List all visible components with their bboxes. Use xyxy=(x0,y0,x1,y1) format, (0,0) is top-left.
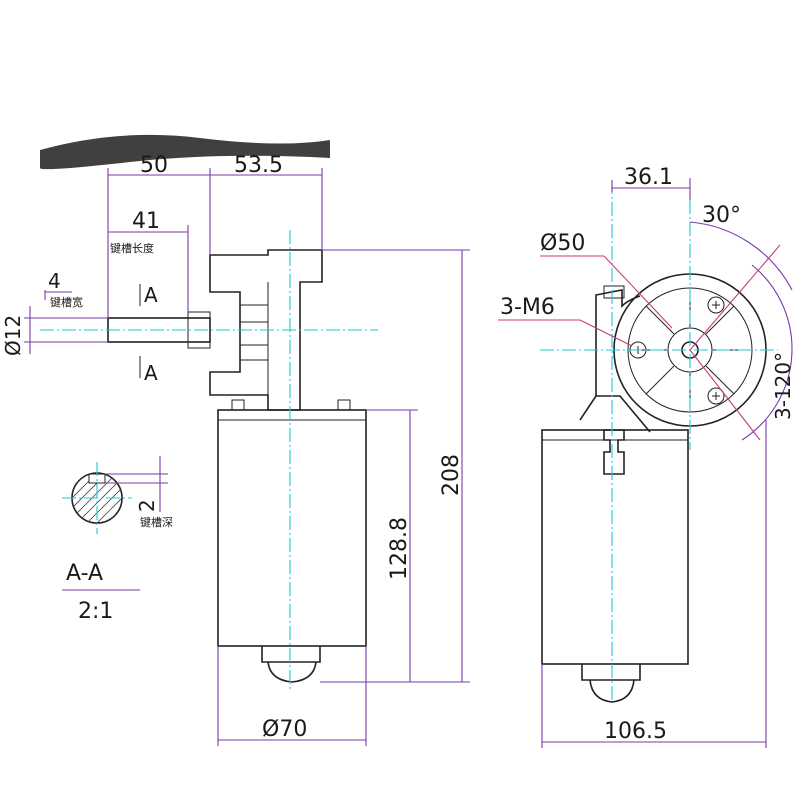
gearbox-ribs xyxy=(240,282,269,395)
dim-41: 41 xyxy=(132,209,160,234)
front-view: 36.1 30° Ø50 3-M6 3-120° 106.5 xyxy=(498,165,795,748)
section-hatching xyxy=(72,473,122,523)
dim-128-8: 128.8 xyxy=(387,517,412,580)
front-motor-body xyxy=(541,429,689,665)
keyway-width-label: 键槽宽 xyxy=(50,295,83,309)
gearbox-boss xyxy=(603,285,625,299)
holes-label: 3-M6 xyxy=(500,295,555,320)
side-view: A A 50 53.5 41 键槽长度 4 键槽宽 Ø12 208 128.8 xyxy=(1,153,470,746)
motor-body xyxy=(217,409,367,647)
dim-dia12: Ø12 xyxy=(1,315,25,356)
dim-2: 2 xyxy=(135,499,159,512)
angle-ray-120 xyxy=(689,349,761,441)
section-title: A-A xyxy=(66,561,103,586)
leader-m6 xyxy=(579,319,633,347)
mount-screw-left xyxy=(231,399,245,411)
scan-smudge xyxy=(40,134,330,170)
dim-53-5: 53.5 xyxy=(234,153,283,178)
keyway-depth-label: 键槽深 xyxy=(140,515,173,529)
dim-4: 4 xyxy=(48,269,61,293)
shaft-collar xyxy=(187,311,211,349)
dim-106-5: 106.5 xyxy=(604,719,667,744)
angle-arc-120 xyxy=(741,264,793,441)
motor-end-cap xyxy=(261,646,321,683)
front-end-cap xyxy=(581,664,641,703)
keyway-length-label: 键槽长度 xyxy=(110,241,154,255)
dim-208: 208 xyxy=(439,454,464,496)
dim-3-120-deg: 3-120° xyxy=(771,352,795,420)
dim-dia50: Ø50 xyxy=(540,231,585,256)
dim-50: 50 xyxy=(140,153,168,178)
section-mark-top: A xyxy=(144,283,158,307)
angle-ray-30 xyxy=(689,244,781,351)
terminal-block xyxy=(603,429,625,475)
mount-hole-bottom xyxy=(707,387,725,405)
section-mark-bottom: A xyxy=(144,361,158,385)
angle-arc-30 xyxy=(689,221,793,291)
section-scale: 2:1 xyxy=(78,599,113,624)
dim-dia70: Ø70 xyxy=(262,717,307,742)
gearbox-neck xyxy=(579,289,641,421)
mount-screw-right xyxy=(337,399,351,411)
dim-30-deg: 30° xyxy=(702,203,741,228)
section-view: 2 键槽深 A-A 2:1 xyxy=(62,456,173,624)
mount-hole-top xyxy=(707,296,725,314)
gearbox-neck-base xyxy=(596,395,651,433)
dim-36-1: 36.1 xyxy=(624,165,673,190)
leader-dia50 xyxy=(603,255,673,329)
